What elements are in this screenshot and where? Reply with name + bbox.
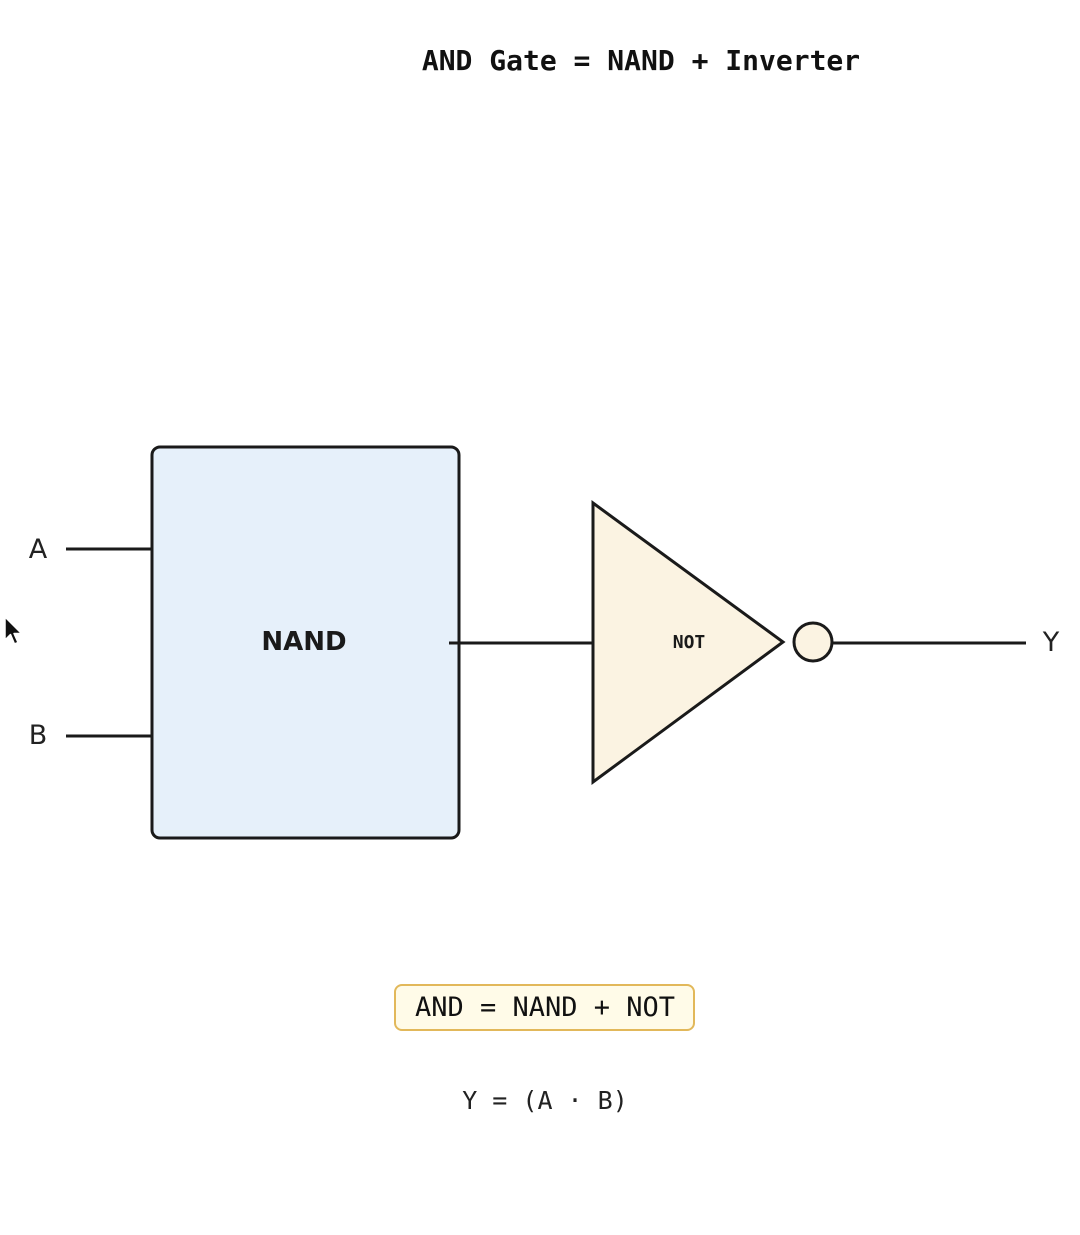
summary-box-text: AND = NAND + NOT [415,992,675,1023]
output-y-label: Y [1042,627,1060,658]
diagram-title: AND Gate = NAND + Inverter [422,44,860,77]
input-b-label: B [29,720,48,751]
nand-gate-label: NAND [261,627,346,657]
summary-box [394,984,695,1031]
input-a-label: A [29,534,48,565]
inversion-bubble [792,621,834,663]
not-gate [591,500,786,785]
not-gate-label: NOT [673,632,706,653]
mouse-cursor-icon [4,616,23,645]
output-expression: Y = (A · B) [462,1086,628,1115]
